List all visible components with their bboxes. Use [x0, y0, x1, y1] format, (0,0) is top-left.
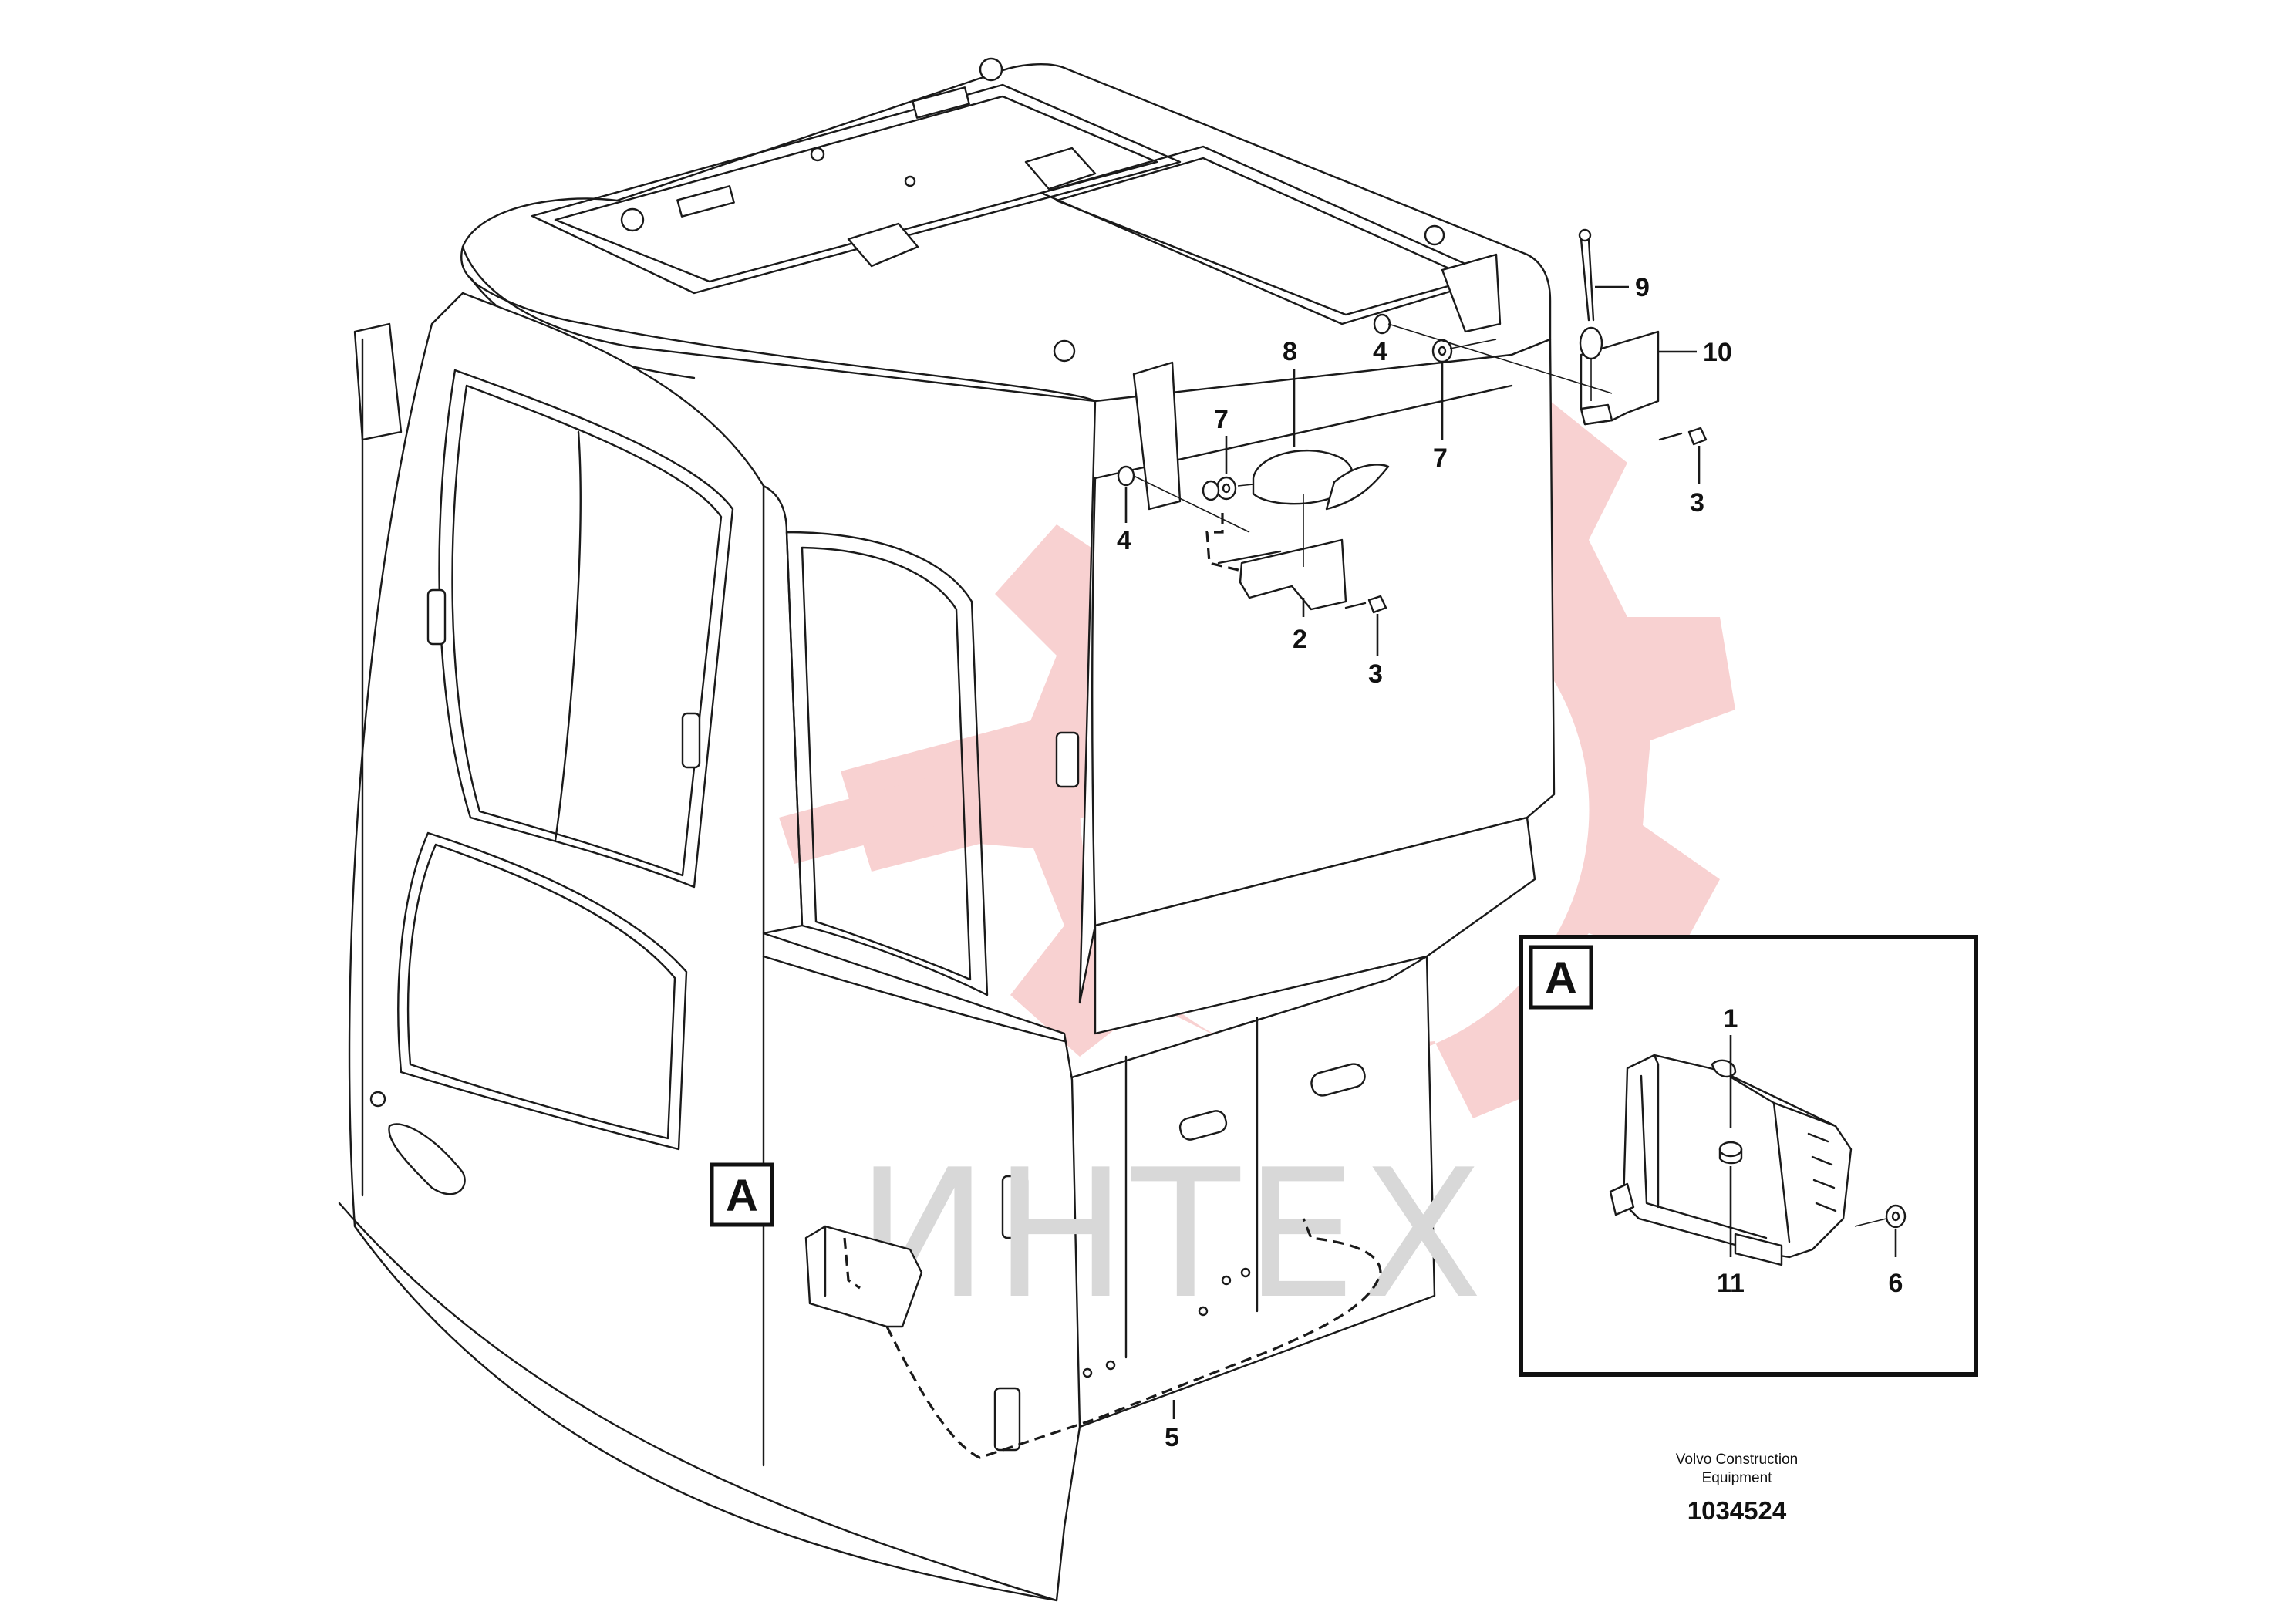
callout-8: 8: [1283, 337, 1297, 447]
detail-view-a: A 1 11: [1519, 935, 1978, 1377]
watermark-text: ИНТЕХ: [856, 1132, 1487, 1338]
svg-text:A: A: [1545, 953, 1577, 1003]
view-marker-a: A: [710, 1162, 774, 1227]
callout-4-upper: 4: [1373, 337, 1387, 366]
svg-text:3: 3: [1690, 488, 1704, 518]
gps-bracket-part-2: [1217, 538, 1347, 611]
detail-callout-11: 11: [1717, 1166, 1745, 1298]
credit-line-1: Volvo Construction: [1676, 1452, 1798, 1468]
svg-text:7: 7: [1433, 443, 1448, 473]
washer-part-7b: [1431, 339, 1453, 363]
svg-text:7: 7: [1214, 405, 1229, 434]
screw-part-6: [1854, 1204, 1907, 1229]
svg-text:6: 6: [1889, 1269, 1903, 1298]
control-unit-part-1: [1609, 1054, 1853, 1266]
callout-2: 2: [1293, 598, 1307, 654]
svg-text:4: 4: [1373, 337, 1387, 366]
callout-5: 5: [1165, 1400, 1179, 1452]
screw-part-3a: [1658, 427, 1708, 446]
svg-text:A: A: [726, 1171, 758, 1221]
svg-text:9: 9: [1635, 273, 1650, 302]
svg-text:5: 5: [1165, 1423, 1179, 1452]
antenna-bracket-part-10: [1580, 330, 1660, 426]
callout-9: 9: [1595, 273, 1650, 302]
callout-10: 10: [1658, 338, 1732, 367]
callout-3-upper: 3: [1690, 446, 1704, 518]
footer-credit: Volvo Construction Equipment 1034524: [1676, 1452, 1798, 1525]
detail-callout-6: 6: [1889, 1229, 1903, 1298]
cable-part-5: [885, 1218, 1382, 1459]
washer-part-7a: [1202, 476, 1237, 501]
nut-part-4b: [1373, 313, 1391, 335]
callout-4-left: 4: [1117, 487, 1131, 555]
nut-part-4a: [1117, 465, 1135, 487]
screw-part-3b: [1344, 595, 1387, 614]
callout-3-lower: 3: [1368, 614, 1383, 689]
svg-text:11: 11: [1717, 1269, 1745, 1298]
svg-text:3: 3: [1368, 659, 1383, 689]
document-number: 1034524: [1687, 1496, 1787, 1525]
svg-text:10: 10: [1703, 338, 1732, 367]
svg-text:2: 2: [1293, 625, 1307, 654]
callout-7-left: 7: [1214, 405, 1229, 474]
svg-text:1: 1: [1724, 1004, 1738, 1034]
credit-line-2: Equipment: [1702, 1470, 1773, 1486]
detail-callout-1: 1: [1724, 1004, 1738, 1128]
svg-text:8: 8: [1283, 337, 1297, 366]
gps-antenna-part-8: [1252, 449, 1390, 511]
control-unit-location: [804, 1225, 923, 1328]
callout-7-right: 7: [1433, 363, 1448, 473]
svg-text:4: 4: [1117, 526, 1131, 555]
antenna-rod-part-9: [1578, 228, 1603, 360]
label-part-11: [1718, 1141, 1743, 1165]
